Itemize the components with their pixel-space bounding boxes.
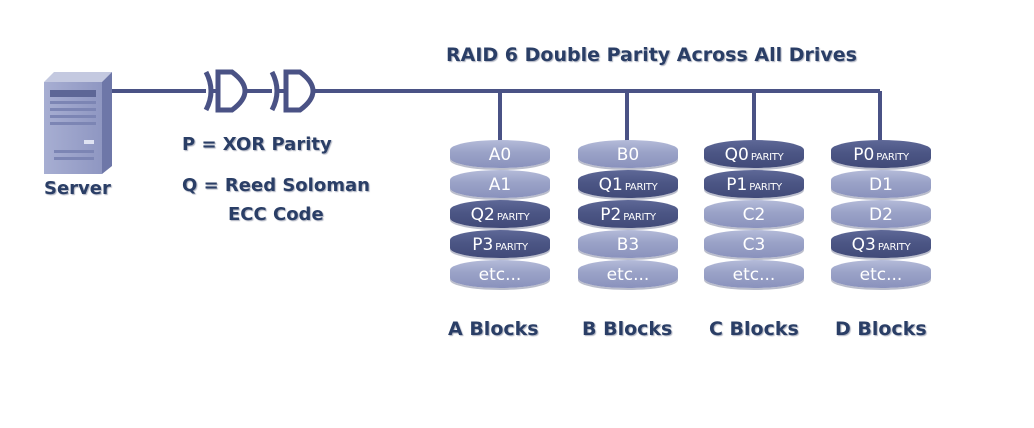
disk-block-label: etc... bbox=[478, 265, 522, 285]
disk-block-label: A1 bbox=[488, 175, 512, 195]
disk-block-parity-tag: PARITY bbox=[495, 242, 528, 253]
disk-block: B3 bbox=[578, 230, 678, 258]
disk-block-label: etc... bbox=[732, 265, 776, 285]
disk-block-label: C3 bbox=[742, 235, 766, 255]
disk-block-label: P0 bbox=[853, 145, 875, 165]
disk-block-parity-tag: PARITY bbox=[624, 182, 658, 193]
disk-block: A0 bbox=[450, 140, 550, 168]
connector-icon bbox=[203, 69, 316, 113]
server-icon bbox=[44, 72, 112, 174]
server-label: Server bbox=[44, 178, 111, 199]
legend-p: P = XOR Parity bbox=[182, 134, 332, 155]
disk-block: etc... bbox=[578, 260, 678, 288]
disk-block: D2 bbox=[831, 200, 931, 228]
drive-label-c: C Blocks bbox=[709, 318, 799, 340]
legend-q: Q = Reed Soloman bbox=[182, 175, 370, 196]
disk-block-label: P2 bbox=[600, 205, 622, 225]
drive-label-a: A Blocks bbox=[448, 318, 539, 340]
disk-block: D1 bbox=[831, 170, 931, 198]
disk-block-parity-tag: PARITY bbox=[877, 242, 911, 253]
drive-label-b: B Blocks bbox=[582, 318, 673, 340]
disk-block-label: etc... bbox=[859, 265, 903, 285]
disk-block-parity-tag: PARITY bbox=[496, 212, 530, 223]
disk-block-label: P1 bbox=[726, 175, 748, 195]
disk-block-label: Q0 bbox=[724, 145, 749, 165]
disk-block-parity-tag: PARITY bbox=[750, 152, 784, 163]
drive-label-d: D Blocks bbox=[835, 318, 927, 340]
legend-q-continued: ECC Code bbox=[228, 204, 324, 225]
disk-block: etc... bbox=[831, 260, 931, 288]
disk-block-parity-tag: PARITY bbox=[623, 212, 656, 223]
disk-block-label: A0 bbox=[488, 145, 512, 165]
bus-line bbox=[112, 89, 882, 142]
disk-block-label: Q2 bbox=[470, 205, 495, 225]
disk-block-label: B3 bbox=[616, 235, 640, 255]
disk-block: etc... bbox=[704, 260, 804, 288]
disk-block: C3 bbox=[704, 230, 804, 258]
disk-block-label: C2 bbox=[742, 205, 766, 225]
disk-block: B0 bbox=[578, 140, 678, 168]
disk-block-label: Q3 bbox=[851, 235, 876, 255]
disk-block: A1 bbox=[450, 170, 550, 198]
disk-block-parity-tag: PARITY bbox=[749, 182, 782, 193]
disk-block-label: D1 bbox=[869, 175, 893, 195]
disk-block-parity-tag: PARITY bbox=[876, 152, 909, 163]
diagram-title: RAID 6 Double Parity Across All Drives bbox=[446, 44, 857, 66]
disk-block-label: P3 bbox=[472, 235, 494, 255]
disk-block-label: D2 bbox=[869, 205, 893, 225]
disk-block-label: B0 bbox=[616, 145, 640, 165]
disk-block: etc... bbox=[450, 260, 550, 288]
disk-block: C2 bbox=[704, 200, 804, 228]
disk-block-label: etc... bbox=[606, 265, 650, 285]
disk-block-label: Q1 bbox=[598, 175, 623, 195]
